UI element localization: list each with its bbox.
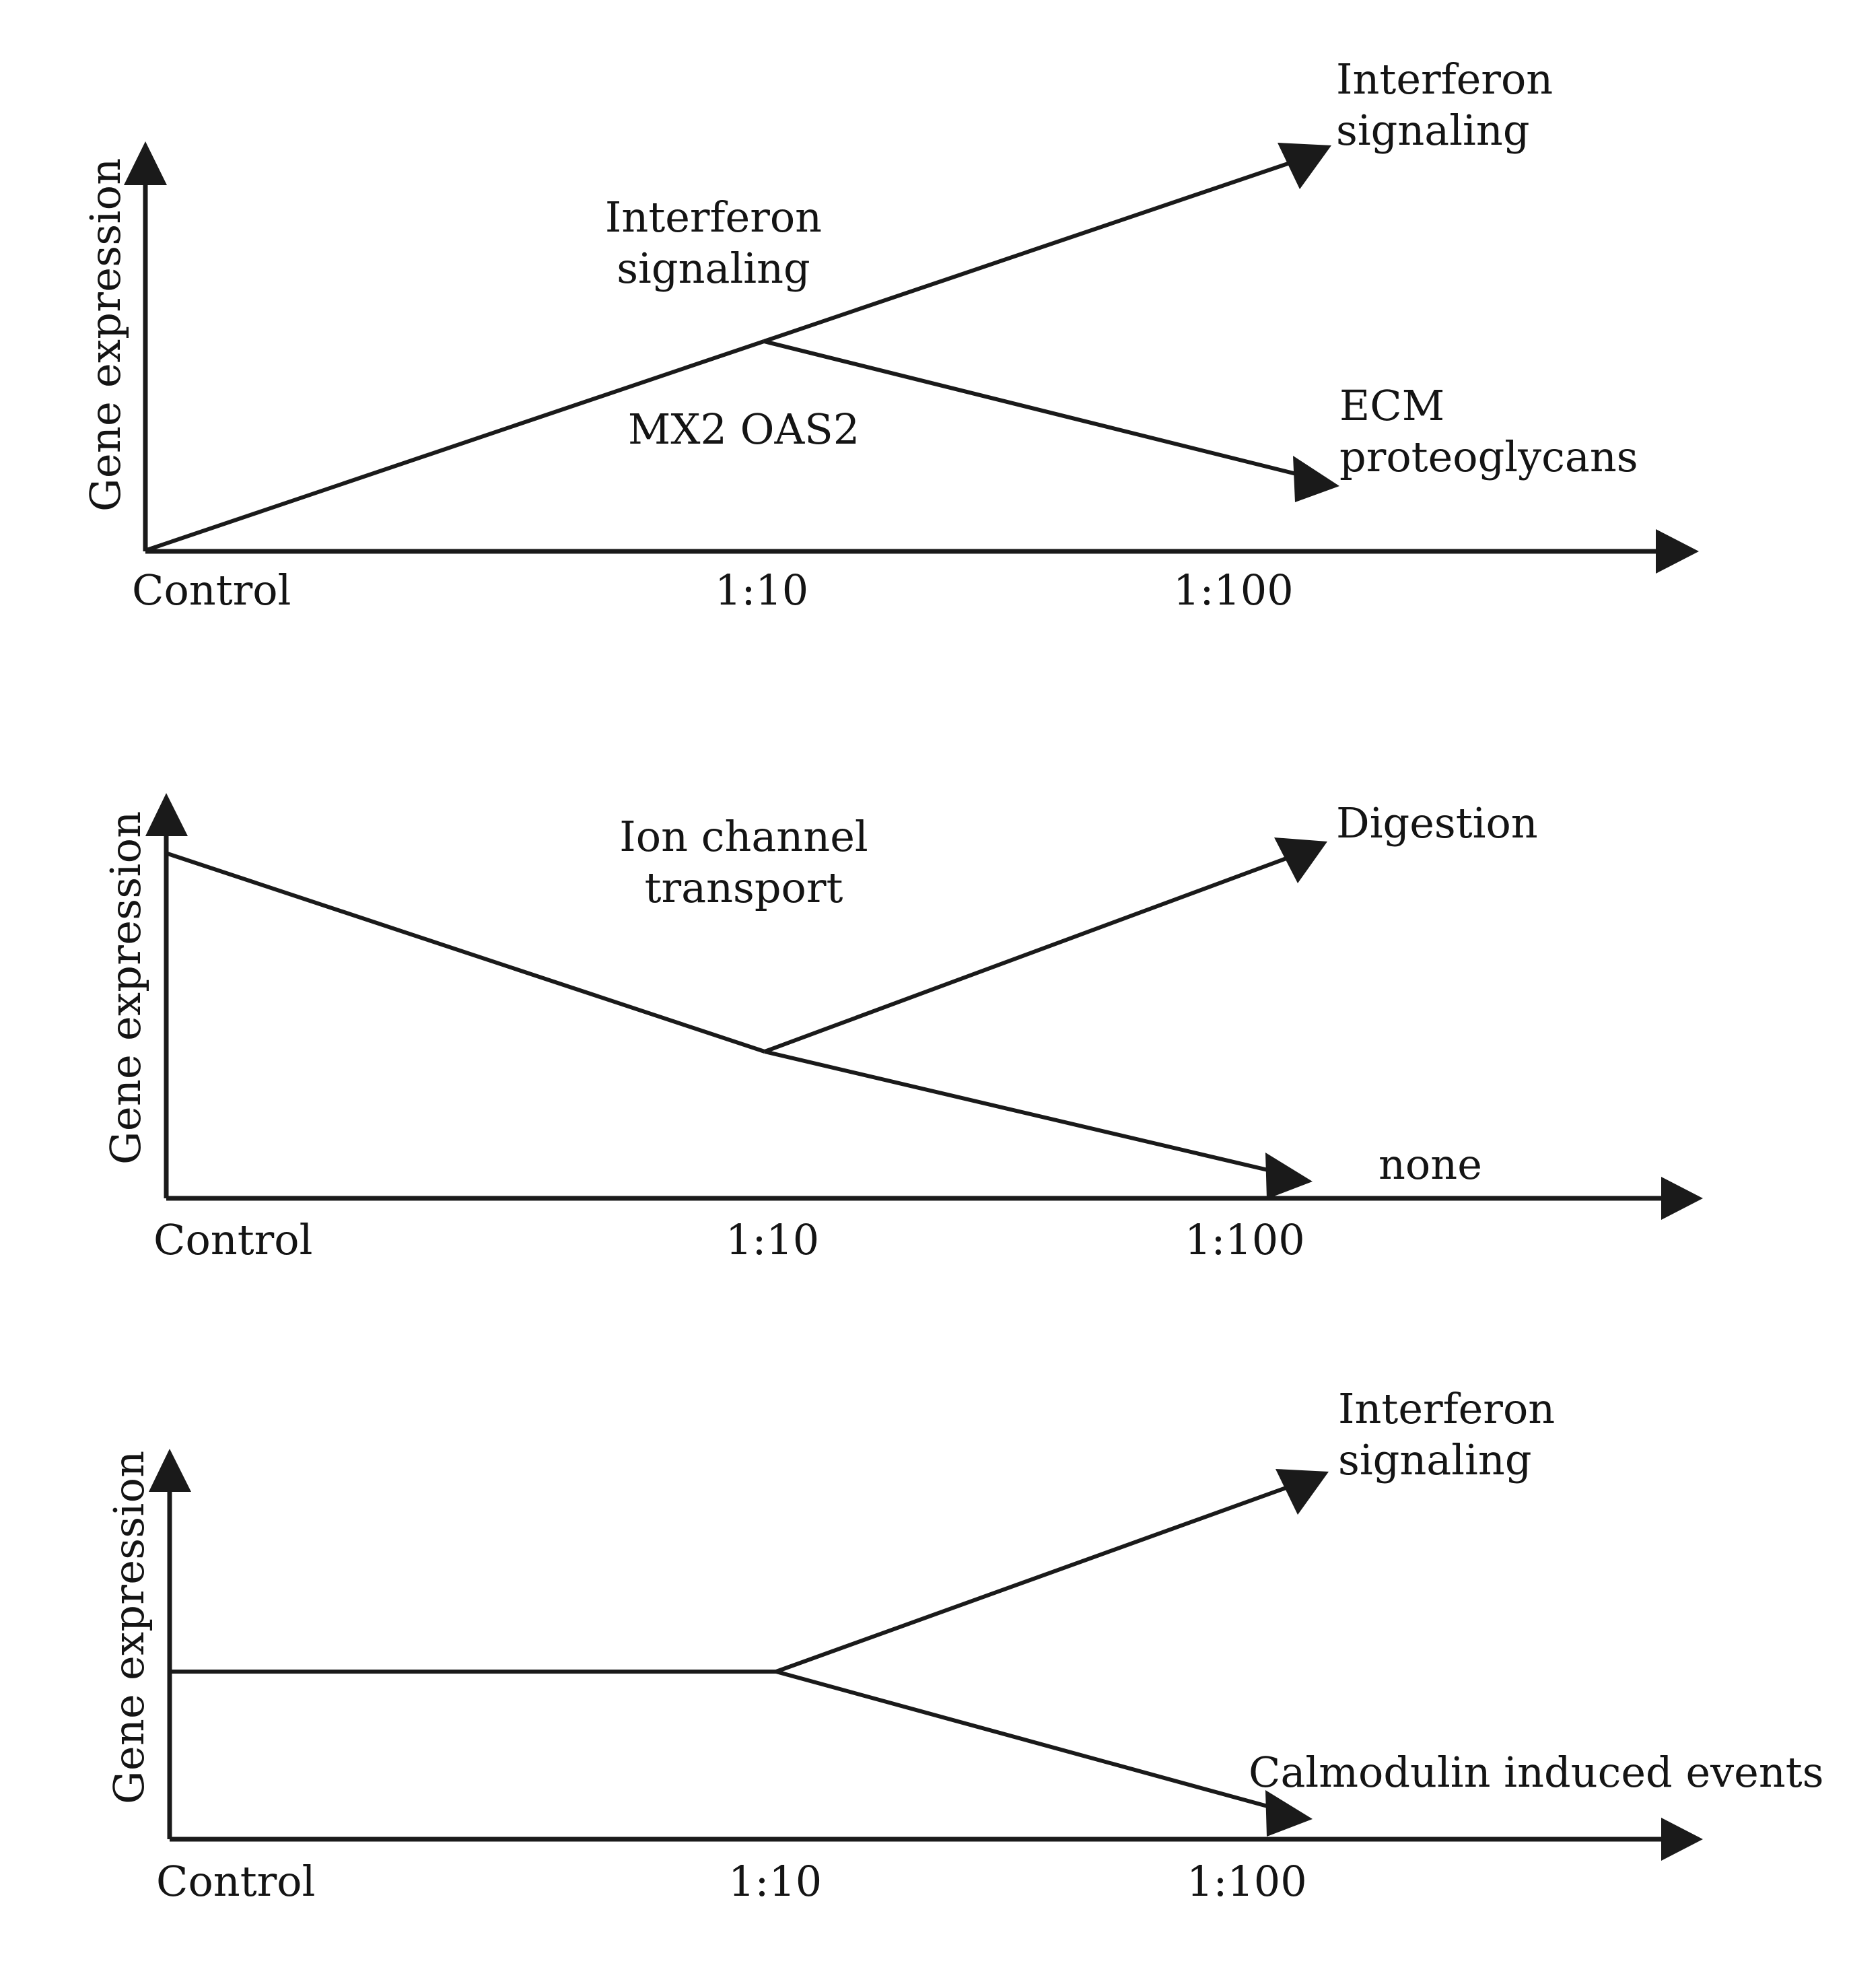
series-none-down-panel-b — [764, 1050, 1313, 1199]
panel-a-end-down-label: ECM proteoglycans — [1339, 381, 1638, 481]
panel-b-tick-1-10: 1:10 — [726, 1215, 820, 1264]
panel-b-y-axis-label: Gene expression — [101, 811, 150, 1165]
panel-a-plot — [124, 141, 1699, 574]
panel-b-tick-1-100: 1:100 — [1185, 1215, 1305, 1264]
panel-b-plot — [145, 793, 1703, 1220]
panel-c-plot — [149, 1449, 1703, 1861]
panel-b-mid-label: Ion channel transport — [619, 812, 868, 912]
panel-c: Gene expression Interferon signaling Cal… — [0, 1319, 1851, 1988]
y-axis-panel-b — [145, 793, 188, 1198]
panel-b-end-up-label: Digestion — [1336, 798, 1538, 848]
panel-a-mid-down-label: MX2 OAS2 — [627, 405, 860, 454]
panel-c-tick-control: Control — [156, 1857, 316, 1906]
panel-b: Gene expression Ion channel transport Di… — [0, 673, 1851, 1319]
series-ecm-down-panel-a — [763, 339, 1339, 502]
series-interferon-up-panel-c — [775, 1469, 1329, 1674]
panel-c-y-axis-label: Gene expression — [104, 1450, 153, 1804]
panel-a-end-up-label: Interferon signaling — [1336, 55, 1553, 155]
panel-a-tick-1-100: 1:100 — [1173, 565, 1294, 615]
panel-a-mid-up-label: Interferon signaling — [604, 193, 823, 293]
panel-a-tick-control: Control — [132, 565, 291, 615]
y-axis-panel-a — [124, 141, 167, 551]
series-interferon-up-panel-a — [763, 143, 1331, 343]
x-axis-panel-c — [170, 1818, 1703, 1861]
panel-a-y-axis-label: Gene expression — [81, 158, 130, 512]
panel-a: Gene expression Interferon signaling MX2… — [0, 0, 1851, 673]
series-digestion-up-panel-b — [763, 837, 1327, 1054]
x-axis-panel-a — [145, 529, 1699, 574]
series-shared-rise-panel-a — [146, 339, 765, 552]
series-shared-decline-panel-b — [167, 852, 765, 1054]
series-calmodulin-down-panel-c — [775, 1670, 1313, 1837]
y-axis-panel-c — [149, 1449, 191, 1839]
panel-c-tick-1-100: 1:100 — [1187, 1857, 1307, 1906]
panel-b-end-down-label: none — [1378, 1140, 1482, 1189]
panel-b-tick-control: Control — [153, 1215, 313, 1264]
panel-c-end-up-label: Interferon signaling — [1338, 1384, 1556, 1484]
panel-c-tick-1-10: 1:10 — [728, 1857, 823, 1906]
panel-a-tick-1-10: 1:10 — [715, 565, 809, 615]
x-axis-panel-b — [166, 1177, 1703, 1220]
panel-c-end-down-label: Calmodulin induced events — [1249, 1748, 1824, 1797]
